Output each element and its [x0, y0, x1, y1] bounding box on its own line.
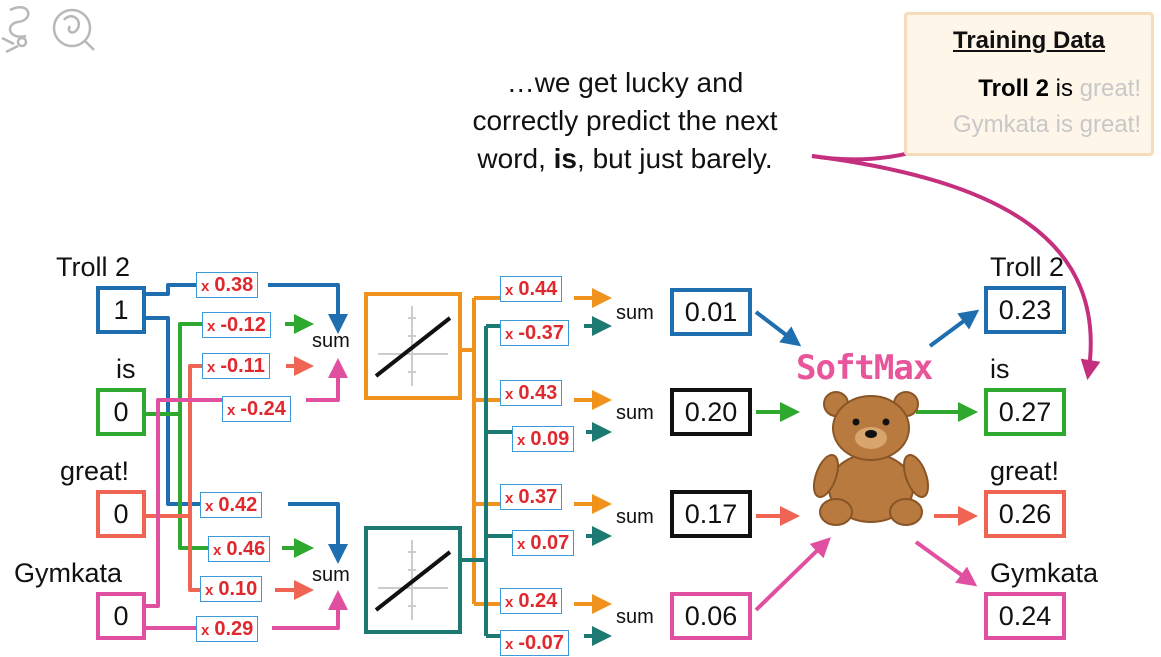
training-data-panel: Training Data Troll 2 is great! Gymkata …	[904, 12, 1154, 156]
sum-label-top-node: sum	[312, 330, 350, 352]
sum-label-bottom-node: sum	[312, 564, 350, 586]
softmax-to-gymkata-arrow	[914, 540, 978, 587]
weight-out-1b: x-0.37	[500, 320, 569, 346]
troll2-to-bottom-wire	[146, 316, 200, 506]
sum-label-out-1: sum	[616, 302, 654, 324]
is-bottom-wire	[178, 414, 210, 550]
narration-line-2: correctly predict the next	[472, 105, 778, 136]
training-line-2: Gymkata is great!	[952, 111, 1141, 138]
raw-output-great: 0.17	[670, 490, 752, 538]
output-label-gymkata: Gymkata	[990, 558, 1099, 588]
softmax-label: SoftMax	[796, 348, 933, 388]
output-label-great: great!	[990, 456, 1060, 486]
softmax-to-troll2-arrow	[928, 309, 980, 348]
raw-output-troll2: 0.01	[670, 288, 752, 336]
weight-out-4b: x-0.07	[500, 630, 569, 656]
output-label-troll2: Troll 2	[990, 252, 1065, 282]
gymkata-wire	[146, 398, 224, 608]
logo-icon	[1, 6, 95, 54]
input-box-troll2: 1	[96, 286, 146, 334]
sum-label-out-3: sum	[616, 506, 654, 528]
narration-line-3: word, is, but just barely.	[477, 143, 773, 174]
sum-label-out-4: sum	[616, 606, 654, 628]
input-label-great: great!	[60, 456, 130, 486]
weight-gymkata-top: x-0.24	[222, 396, 291, 422]
great-wire	[146, 364, 204, 518]
raw1-to-softmax-arrow	[754, 310, 802, 347]
bottom-activation-bus	[458, 326, 488, 636]
narration-line-1: …we get lucky and	[506, 67, 744, 98]
callout-to-is-output-arrow	[811, 154, 1101, 380]
input-label-is: is	[116, 354, 136, 384]
weight-great-top: x-0.11	[202, 353, 270, 379]
input-box-is: 0	[96, 388, 146, 436]
gymkata-bottom-arrow	[272, 590, 348, 630]
teddy-bear-icon	[812, 391, 930, 526]
output-box-troll2: 0.23	[984, 286, 1066, 334]
relu-graph-icon	[374, 306, 452, 386]
activation-function-top	[364, 292, 462, 400]
troll2-bottom-arrow	[288, 502, 348, 564]
activation-function-bottom	[364, 526, 462, 634]
relu-graph-icon	[374, 540, 452, 620]
gymkata-top-arrow	[306, 358, 348, 402]
input-label-gymkata: Gymkata	[14, 558, 123, 588]
training-data-title: Training Data	[952, 27, 1106, 54]
output-label-is: is	[990, 354, 1010, 384]
output-box-is: 0.27	[984, 388, 1066, 436]
is-wire	[146, 322, 204, 416]
raw-output-gymkata: 0.06	[670, 592, 752, 640]
raw-output-is: 0.20	[670, 388, 752, 436]
training-line-1: Troll 2 is great!	[978, 75, 1141, 102]
output-box-great: 0.26	[984, 490, 1066, 538]
input-label-troll2: Troll 2	[56, 252, 131, 282]
input-box-gymkata: 0	[96, 592, 146, 640]
great-bottom-wire	[188, 516, 202, 592]
weight-is-top: x-0.12	[202, 312, 271, 338]
input-box-great: 0	[96, 490, 146, 538]
troll2-top-arrow	[268, 283, 348, 334]
troll2-to-top-wire	[146, 283, 196, 296]
narration-text: …we get lucky and correctly predict the …	[410, 64, 840, 178]
sum-label-out-2: sum	[616, 402, 654, 424]
output-box-gymkata: 0.24	[984, 592, 1066, 640]
raw4-to-softmax-arrow	[754, 537, 831, 612]
